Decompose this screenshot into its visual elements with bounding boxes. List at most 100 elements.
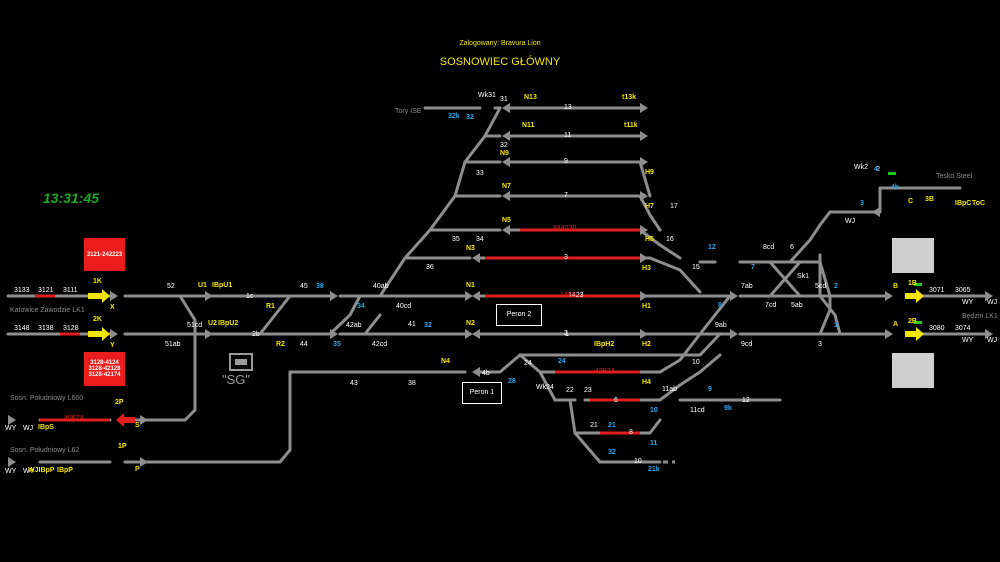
track-label-yellow[interactable]: C bbox=[908, 198, 914, 205]
track-label-yellow[interactable]: H9 bbox=[645, 169, 654, 176]
alert-box-2k[interactable]: 3128-4124 3128-42128 3128-42174 bbox=[84, 352, 125, 386]
track-label-yellow[interactable]: P bbox=[135, 466, 140, 473]
route-arrow-1b[interactable] bbox=[905, 289, 924, 303]
track-label-yellow[interactable]: N7 bbox=[502, 183, 511, 190]
track-label-yellow[interactable]: U2 bbox=[208, 320, 217, 327]
track-label-white: WY bbox=[23, 468, 35, 475]
signal-arrow[interactable] bbox=[502, 191, 510, 201]
signal-arrow[interactable] bbox=[640, 225, 648, 235]
signal-arrow[interactable] bbox=[502, 131, 510, 141]
signal-arrow[interactable] bbox=[8, 457, 16, 467]
track-label-yellow[interactable]: N3 bbox=[466, 245, 475, 252]
signal-arrow[interactable] bbox=[985, 329, 993, 339]
signal-arrow[interactable] bbox=[640, 329, 648, 339]
signal-arrow[interactable] bbox=[730, 329, 738, 339]
track-label-yellow[interactable]: 1P bbox=[118, 443, 127, 450]
signal-arrow[interactable] bbox=[640, 191, 648, 201]
signal-arrow[interactable] bbox=[465, 329, 473, 339]
route-arrow-2b[interactable] bbox=[905, 327, 924, 341]
track-label-yellow[interactable]: IBpC bbox=[955, 200, 972, 207]
track-label-yellow[interactable]: H5 bbox=[645, 236, 654, 243]
signal-arrow[interactable] bbox=[502, 103, 510, 113]
track-10 bbox=[573, 431, 662, 464]
track-label-yellow[interactable]: IBpP bbox=[57, 467, 73, 474]
signal-arrow[interactable] bbox=[205, 329, 213, 339]
monitor-icon[interactable] bbox=[222, 348, 260, 388]
signal-arrow[interactable] bbox=[985, 291, 993, 301]
signal-arrow[interactable] bbox=[110, 329, 118, 339]
track-7 bbox=[428, 194, 662, 232]
signal-arrow[interactable] bbox=[872, 207, 880, 217]
track-label-yellow[interactable]: t11k bbox=[624, 122, 638, 129]
track-label-yellow[interactable]: H1 bbox=[642, 303, 651, 310]
signal-arrow[interactable] bbox=[472, 367, 480, 377]
signal-arrow[interactable] bbox=[885, 291, 893, 301]
track-label-yellow[interactable]: H3 bbox=[642, 265, 651, 272]
track-label-yellow[interactable]: U1 bbox=[198, 282, 207, 289]
track-label-yellow[interactable]: 1K bbox=[93, 278, 102, 285]
track-label-yellow[interactable]: 3B bbox=[925, 196, 934, 203]
track-label-yellow[interactable]: 2P bbox=[115, 399, 124, 406]
route-arrow-2k[interactable] bbox=[88, 327, 110, 341]
track-label-yellow[interactable]: N13 bbox=[524, 94, 537, 101]
sg-label: "SG" bbox=[222, 372, 251, 387]
signal-arrow[interactable] bbox=[8, 415, 16, 425]
track-label-yellow[interactable]: S bbox=[135, 422, 140, 429]
track-label-yellow[interactable]: N11 bbox=[522, 122, 535, 129]
track-label-yellow[interactable]: N9 bbox=[500, 150, 509, 157]
track-label-yellow[interactable]: N1 bbox=[466, 282, 475, 289]
signal-arrow[interactable] bbox=[472, 329, 480, 339]
track-label-yellow[interactable]: A bbox=[893, 321, 899, 328]
signal-arrow[interactable] bbox=[730, 291, 738, 301]
signal-arrow[interactable] bbox=[140, 415, 148, 425]
signal-arrow[interactable] bbox=[465, 291, 473, 301]
track-label-yellow[interactable]: H2 bbox=[642, 341, 651, 348]
signal-arrow[interactable] bbox=[640, 131, 648, 141]
track-label-yellow[interactable]: IBpU1 bbox=[212, 282, 233, 289]
track-label-yellow[interactable]: N2 bbox=[466, 320, 475, 327]
signal-arrow[interactable] bbox=[330, 291, 338, 301]
route-arrow-2p[interactable] bbox=[116, 413, 135, 427]
track-label-yellow[interactable]: B bbox=[893, 283, 899, 290]
track-label-yellow[interactable]: 2K bbox=[93, 316, 102, 323]
track-label-yellow[interactable]: WJIBpP bbox=[28, 467, 55, 474]
track-label-yellow[interactable]: R1 bbox=[266, 303, 275, 310]
track-label-blue: 21k bbox=[648, 466, 660, 473]
signal-arrow[interactable] bbox=[502, 225, 510, 235]
signal-arrow[interactable] bbox=[640, 103, 648, 113]
track-label-blue: 11 bbox=[650, 440, 658, 447]
signal-arrow[interactable] bbox=[502, 157, 510, 167]
signal-arrow[interactable] bbox=[640, 253, 648, 263]
track-label-yellow[interactable]: 1B bbox=[908, 280, 917, 287]
track-label-yellow[interactable]: IBpH2 bbox=[594, 341, 615, 348]
signal-arrow[interactable] bbox=[472, 253, 480, 263]
track-label-yellow[interactable]: 2B bbox=[908, 318, 917, 325]
signal-arrow[interactable] bbox=[472, 291, 480, 301]
track-label-white: 6 bbox=[790, 244, 794, 251]
route-arrow-1k[interactable] bbox=[88, 289, 110, 303]
track-label-yellow[interactable]: X bbox=[110, 304, 115, 311]
track-label-yellow[interactable]: IBpU2 bbox=[218, 320, 239, 327]
signal-arrow[interactable] bbox=[330, 329, 338, 339]
alert-box-1k[interactable]: 3121-242223 bbox=[84, 238, 125, 271]
signal-arrow[interactable] bbox=[640, 157, 648, 167]
track-label-yellow[interactable]: N4 bbox=[441, 358, 450, 365]
track-label-yellow[interactable]: N5 bbox=[502, 217, 511, 224]
track-label-yellow[interactable]: H7 bbox=[645, 203, 654, 210]
track-label-yellow[interactable]: H4 bbox=[642, 379, 651, 386]
track-label-white: 51cd bbox=[187, 322, 203, 329]
signal-arrow[interactable] bbox=[140, 457, 148, 467]
signal-arrow[interactable] bbox=[110, 291, 118, 301]
track-label-white: WY bbox=[5, 425, 17, 432]
track-label-yellow[interactable]: IBpS bbox=[38, 424, 54, 431]
signal-arrow[interactable] bbox=[640, 291, 648, 301]
track-label-yellow[interactable]: t13k bbox=[622, 94, 637, 101]
track-label-yellow[interactable]: Y bbox=[110, 342, 115, 349]
track-label-blue: 2 bbox=[834, 283, 838, 290]
track-label-yellow[interactable]: R2 bbox=[276, 341, 285, 348]
track-label-yellow[interactable]: ToC bbox=[972, 200, 986, 207]
track-label-white: 16 bbox=[666, 236, 674, 243]
signal-arrow[interactable] bbox=[885, 329, 893, 339]
signal-arrow[interactable] bbox=[205, 291, 213, 301]
track-label-blue: 7 bbox=[751, 264, 755, 271]
